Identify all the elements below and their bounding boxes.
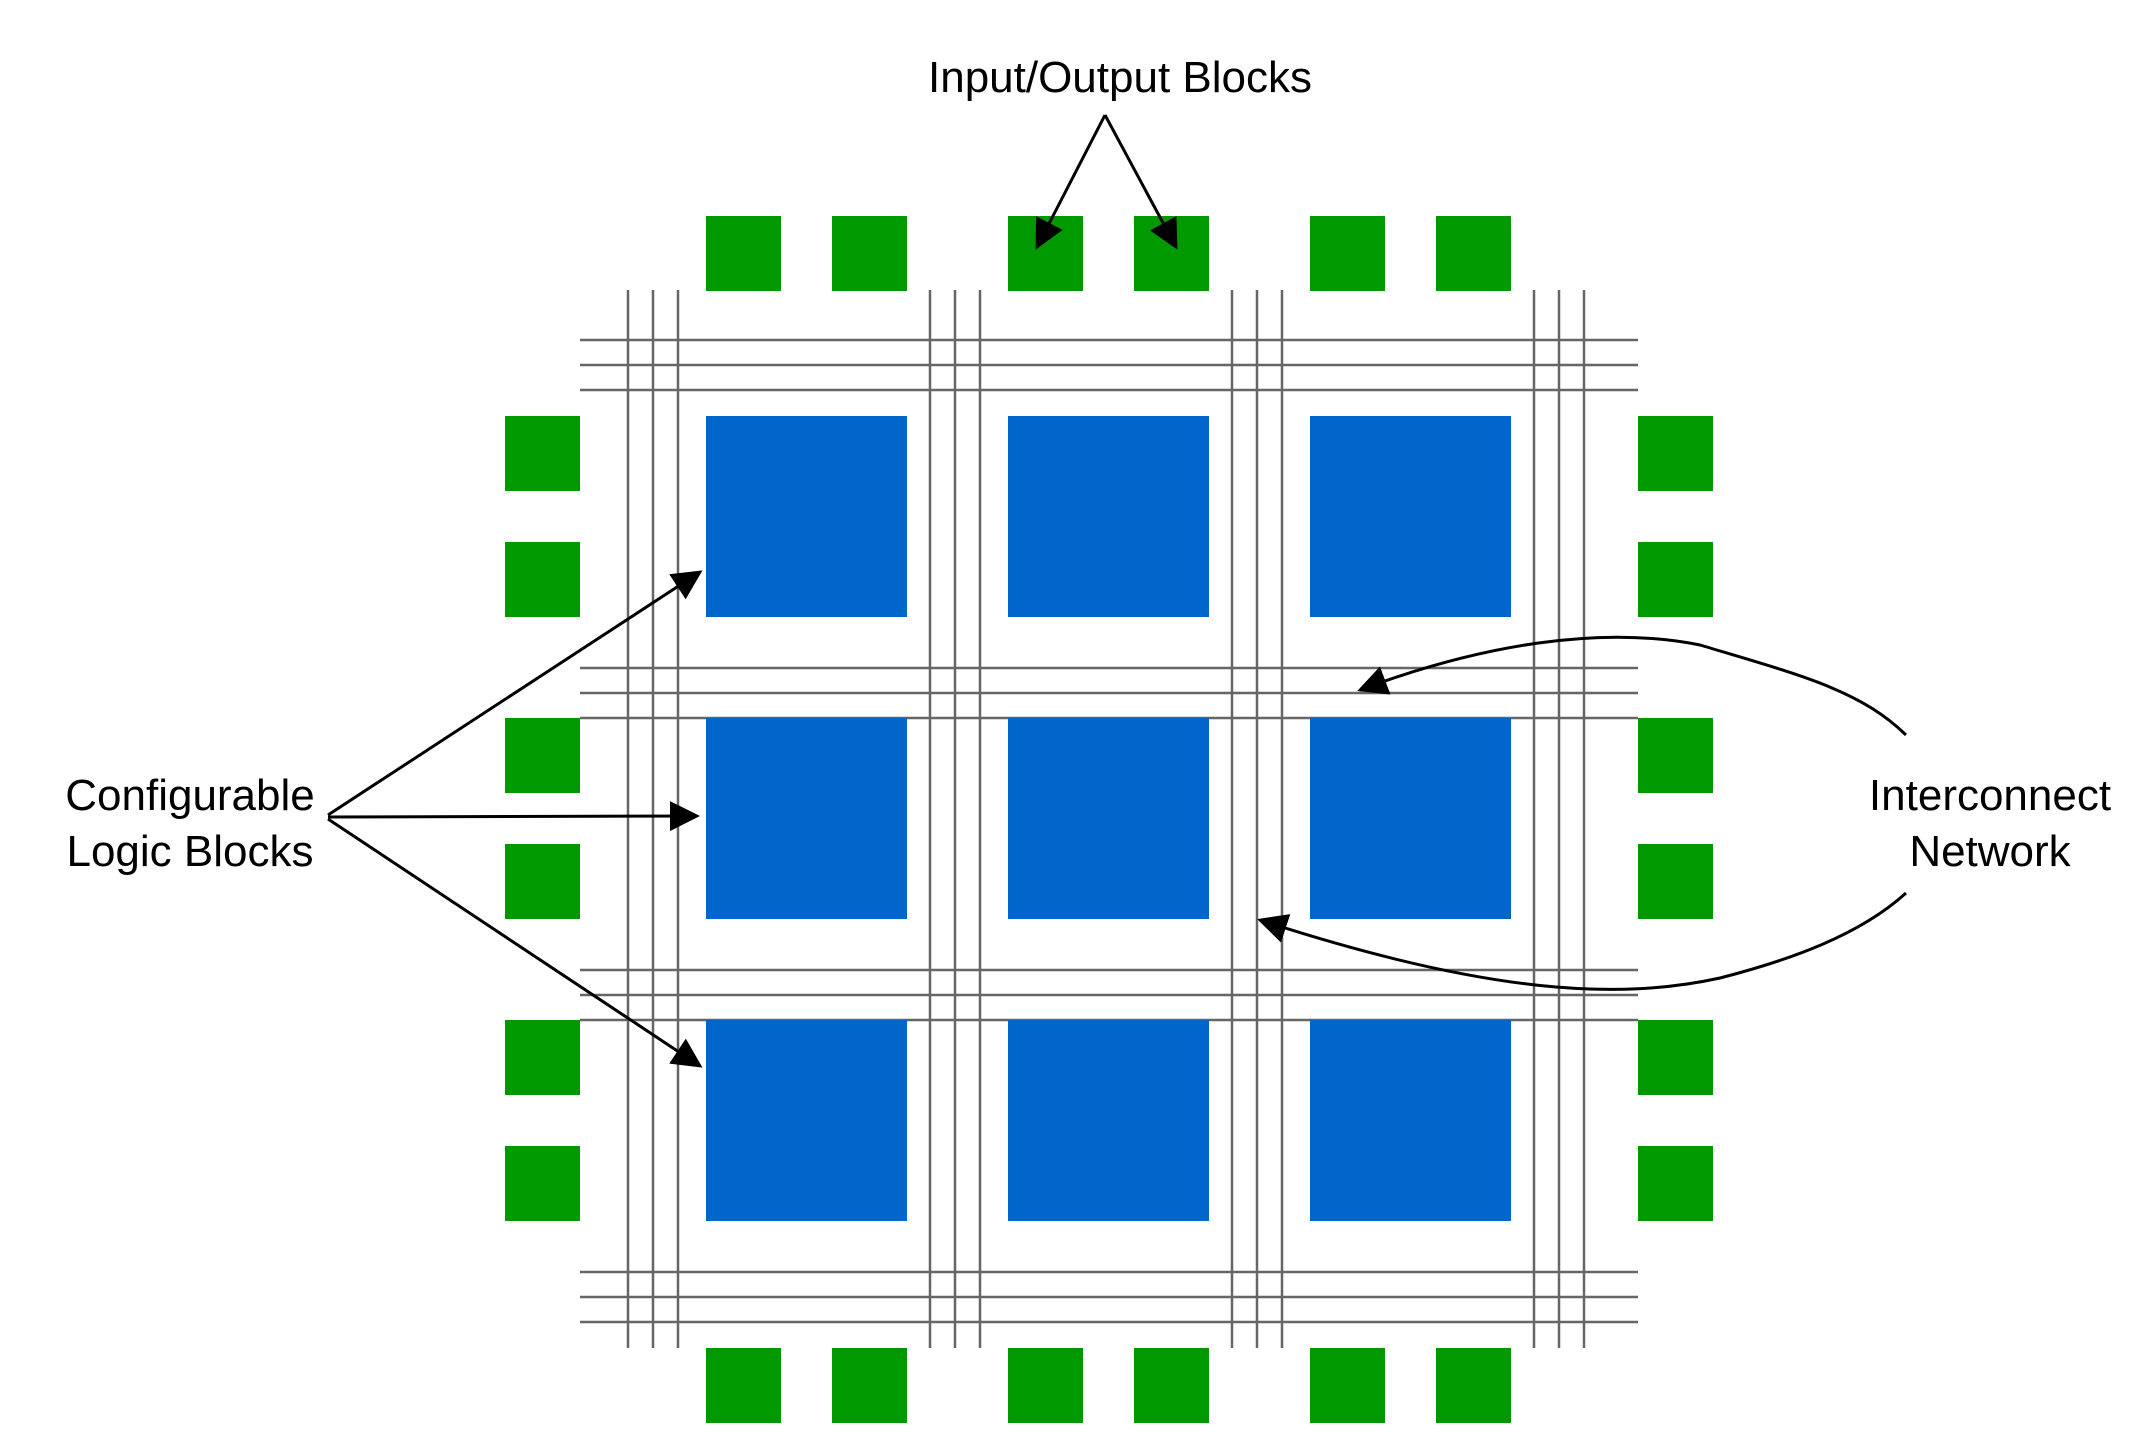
annotation-arrows: [327, 114, 1908, 1068]
io-blocks-label: Input/Output Blocks: [800, 50, 1440, 106]
logic-block: [1008, 718, 1209, 919]
io-block-left: [505, 718, 580, 793]
interconnect-arrow-lower: [1257, 891, 1908, 991]
logic-block: [706, 718, 907, 919]
io-block-bottom: [1008, 1348, 1083, 1423]
logic-block: [1008, 416, 1209, 617]
io-block-left: [505, 1020, 580, 1095]
io-block-top: [706, 216, 781, 291]
logic-block: [706, 1020, 907, 1221]
io-block-right: [1638, 542, 1713, 617]
io-block-left: [505, 844, 580, 919]
interconnect-label-line1: Interconnect: [1868, 771, 2112, 820]
logic-block: [1008, 1020, 1209, 1221]
logic-block: [706, 416, 907, 617]
clb-arrow-top: [327, 570, 703, 817]
interconnect-label: Interconnect Network: [1820, 768, 2150, 880]
io-block-right: [1638, 1020, 1713, 1095]
io-block-left: [505, 416, 580, 491]
io-block-left: [505, 1146, 580, 1221]
io-block-bottom: [1310, 1348, 1385, 1423]
io-block-top: [832, 216, 907, 291]
io-block-top: [1436, 216, 1511, 291]
io-block-bottom: [832, 1348, 907, 1423]
io-block-bottom: [1436, 1348, 1511, 1423]
io-blocks-label-text: Input/Output Blocks: [928, 53, 1312, 102]
logic-block: [1310, 718, 1511, 919]
io-block-top: [1310, 216, 1385, 291]
logic-block: [1310, 1020, 1511, 1221]
io-block-ring: [505, 216, 1713, 1423]
logic-block: [1310, 416, 1511, 617]
io-block-bottom: [1134, 1348, 1209, 1423]
clb-arrow-middle: [327, 801, 700, 832]
io-block-right: [1638, 416, 1713, 491]
io-block-top: [1134, 216, 1209, 291]
io-block-bottom: [706, 1348, 781, 1423]
logic-blocks-label-line1: Configurable: [65, 771, 315, 820]
io-arrow-left: [1035, 114, 1107, 250]
interconnect-label-line2: Network: [1909, 827, 2071, 876]
logic-block-array: [706, 416, 1511, 1221]
clb-arrow-bottom: [327, 817, 703, 1068]
io-block-right: [1638, 718, 1713, 793]
io-arrow-right: [1103, 114, 1178, 250]
interconnect-arrow-upper: [1357, 635, 1908, 737]
logic-blocks-label-line2: Logic Blocks: [66, 827, 314, 876]
logic-blocks-label: Configurable Logic Blocks: [20, 768, 360, 880]
io-block-left: [505, 542, 580, 617]
io-block-right: [1638, 844, 1713, 919]
io-block-right: [1638, 1146, 1713, 1221]
